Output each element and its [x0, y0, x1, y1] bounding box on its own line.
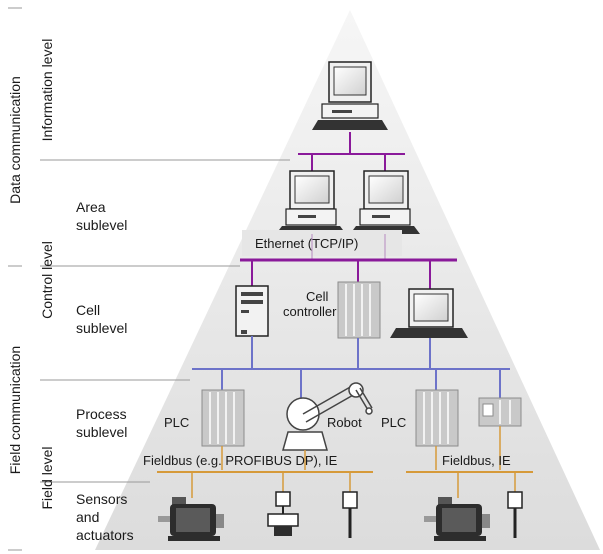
cell-sublevel-label-1: Cell: [76, 302, 100, 318]
process-sublevel-label-2: sublevel: [76, 424, 127, 440]
sensor-probe-right-icon: [507, 491, 523, 538]
control-level-label: Control level: [39, 241, 55, 319]
motor-left-icon: [158, 497, 224, 541]
plc-right-rack-icon: [415, 389, 459, 447]
transmitter-icon: [267, 491, 299, 536]
area-sublevel-label-2: sublevel: [76, 217, 127, 233]
plc-left-rack-icon: [201, 389, 245, 447]
fieldbus-right-label: Fieldbus, IE: [442, 453, 511, 468]
robot-arm-icon: [282, 382, 373, 451]
information-computer-icon: [312, 61, 388, 130]
sensors-label-1: Sensors: [76, 491, 127, 507]
cell-sublevel-label-2: sublevel: [76, 320, 127, 336]
ethernet-label-box: [242, 230, 402, 256]
plc-right-label: PLC: [381, 415, 406, 430]
sensors-label-3: actuators: [76, 527, 134, 543]
data-communication-label: Data communication: [7, 76, 23, 204]
cell-controller-label-1: Cell: [306, 289, 329, 304]
fieldbus-left-label: Fieldbus (e.g. PROFIBUS DP), IE: [143, 453, 338, 468]
sensor-probe-left-icon: [342, 491, 358, 538]
sensors-label-2: and: [76, 509, 99, 525]
ethernet-label: Ethernet (TCP/IP): [255, 236, 358, 251]
motor-right-icon: [424, 497, 490, 541]
cell-controller-label-2: controller: [283, 304, 337, 319]
io-module-icon: [478, 397, 522, 427]
cell-server-tower-icon: [235, 285, 269, 337]
field-communication-label: Field communication: [7, 346, 23, 474]
cell-workstation-icon: [390, 288, 468, 338]
cell-controller-rack-icon: [337, 281, 381, 339]
field-level-label: Field level: [39, 446, 55, 509]
level-separators: [8, 7, 290, 551]
process-sublevel-label-1: Process: [76, 406, 127, 422]
area-computer-right-icon: [350, 170, 420, 234]
area-sublevel-label-1: Area: [76, 199, 106, 215]
information-level-label: Information level: [39, 39, 55, 142]
plc-left-label: PLC: [164, 415, 189, 430]
robot-label: Robot: [327, 415, 362, 430]
